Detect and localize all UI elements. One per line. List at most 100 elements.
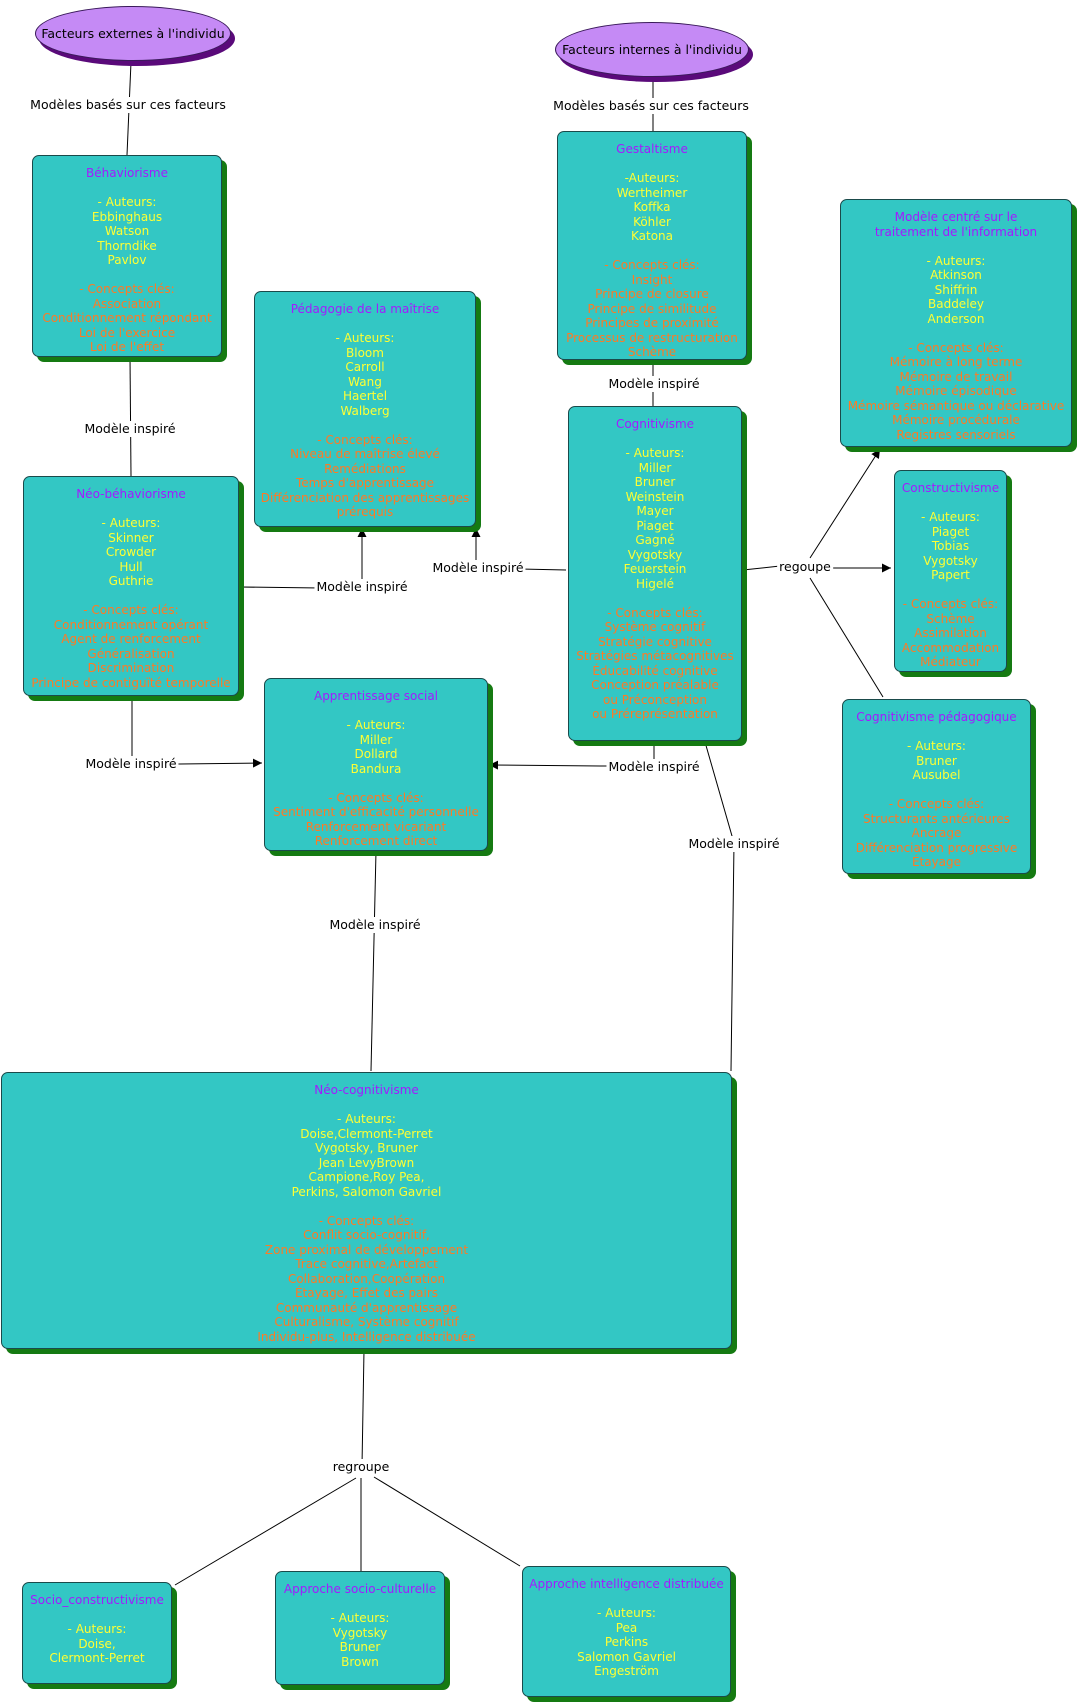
author-name: Jean LevyBrown: [318, 1155, 415, 1170]
concept-item: Principes de proximité: [585, 316, 719, 330]
edge-regroupe-traitement: [809, 448, 881, 559]
authors-heading: - Auteurs:: [625, 446, 685, 460]
authors-heading: - Auteurs:: [335, 331, 395, 345]
concept-item: Renforcement direct: [314, 834, 438, 848]
edge-regroupe-socio-constructivisme: [174, 1477, 357, 1586]
author-name: Köhler: [633, 214, 671, 229]
spacer: [523, 1592, 730, 1607]
author-name: Pea: [615, 1620, 638, 1635]
author-name: Perkins, Salomon Gavriel: [291, 1184, 442, 1199]
spacer: [24, 589, 238, 604]
spacer: [23, 1608, 171, 1623]
author-name: Baddeley: [927, 297, 985, 311]
author-name: Crowder: [105, 545, 157, 559]
concept-item: Trace cognitive,Artefact: [295, 1257, 438, 1271]
author-name: Bloom: [346, 345, 384, 360]
concept-item: Schème: [926, 611, 975, 626]
author-name: Perkins: [604, 1635, 649, 1649]
author-name: Ausubel: [912, 768, 961, 782]
spacer: [558, 244, 746, 259]
internal-factors-ellipse[interactable]: Facteurs internes à l'individu: [555, 22, 749, 77]
author-name: Bandura: [350, 761, 402, 776]
node-neo-cognitivisme[interactable]: Néo-cognitivisme- Auteurs:Doise,Clermont…: [1, 1072, 732, 1349]
concept-item: Conception préalable: [591, 678, 719, 692]
edge-label-inspired-to-pedagogie-right: Modèle inspiré: [430, 560, 526, 576]
author-name: Brown: [341, 1654, 379, 1669]
edge-cognitivisme-regroupe: [742, 565, 781, 571]
authors-heading: - Auteurs:: [921, 510, 980, 524]
node-cognitivisme-pedagogique[interactable]: Cognitivisme pédagogique- Auteurs:Bruner…: [842, 699, 1031, 874]
concept-item: Structurants antérieures: [862, 811, 1011, 826]
node-title: Approche intelligence distribuée: [529, 1577, 724, 1591]
edge-label-inspired-gestalt-cogn: Modèle inspiré: [606, 376, 702, 392]
concept-item: Insight: [631, 272, 673, 287]
edge-behaviorisme-neo-behaviorisme: [129, 356, 132, 477]
node-intelligence-distribuee[interactable]: Approche intelligence distribuée- Auteur…: [522, 1566, 731, 1697]
author-name: Bruner: [916, 753, 957, 768]
concepts-heading: - Concepts clés:: [607, 605, 703, 620]
edge-label-models-internal: Modèles basés sur ces facteurs: [551, 98, 751, 114]
author-name: Doise,Clermont-Perret: [300, 1126, 433, 1141]
concepts-heading: - Concepts clés:: [318, 1213, 415, 1228]
concept-item: Culturalisme, Système cognitif: [274, 1315, 459, 1329]
author-name: Pavlov: [107, 253, 147, 267]
edge-label-inspired-social-neocogn: Modèle inspiré: [327, 917, 423, 933]
author-name: Gagné: [635, 533, 675, 547]
author-name: Weinstein: [625, 489, 685, 504]
author-name: Piaget: [931, 524, 970, 539]
authors-heading: - Auteurs:: [926, 253, 986, 268]
external-factors-ellipse[interactable]: Facteurs externes à l'individu: [35, 6, 231, 61]
concept-item: Généralisation: [87, 646, 175, 661]
author-name: Vygotsky: [923, 553, 978, 568]
node-title: Cognitivisme: [615, 417, 695, 431]
node-title: Approche socio-culturelle: [283, 1582, 437, 1596]
spacer: [569, 432, 741, 447]
edge-cognitivisme-neo-cognitivisme: [704, 741, 735, 1072]
spacer: [255, 418, 475, 433]
edge-label-inspired-to-pedagogie-left: Modèle inspiré: [314, 579, 410, 595]
node-traitement-information[interactable]: Modèle centré sur le traitement de l'inf…: [840, 199, 1072, 447]
concept-item: Système cognitif: [604, 620, 706, 634]
spacer: [569, 591, 741, 606]
node-socio-constructivisme[interactable]: Socio_constructivisme- Auteurs:Doise,Cle…: [22, 1582, 172, 1684]
edge-label-regroupe-neocogn: regroupe: [330, 1459, 392, 1475]
author-name: Higelé: [635, 576, 675, 591]
concept-item: Registres sensoriels: [896, 427, 1016, 442]
node-title: Néo-cognitivisme: [314, 1083, 419, 1097]
author-name: Bruner: [339, 1640, 381, 1654]
author-name: Atkinson: [930, 268, 982, 282]
author-name: Clermont-Perret: [49, 1651, 145, 1665]
concept-item: Différenciation des apprentissages: [260, 490, 470, 505]
concepts-heading: - Concepts clés:: [79, 282, 175, 296]
edge-regroupe-intelligence: [373, 1476, 521, 1567]
concept-item: Accommodation: [901, 640, 1000, 655]
author-name: Doise,: [78, 1636, 116, 1651]
author-name: Hull: [119, 559, 143, 574]
author-name: Dollard: [354, 747, 398, 761]
concept-item: Processus de restructuration: [566, 330, 738, 345]
authors-heading: - Auteurs:: [101, 516, 161, 530]
node-title: Gestaltisme: [616, 142, 688, 156]
concept-item: Loi de l'exercice: [78, 325, 176, 340]
authors-heading: - Auteurs:: [67, 1622, 127, 1636]
concept-item: Conditionnement opérant: [53, 617, 209, 632]
concept-item: ou Préconception: [603, 692, 707, 707]
concepts-heading: - Concepts clés:: [902, 597, 999, 611]
concept-item: Principe de similitude: [587, 301, 717, 316]
node-socio-culturelle[interactable]: Approche socio-culturelle- Auteurs:Vygot…: [275, 1571, 445, 1685]
authors-heading: -Auteurs:: [624, 171, 680, 185]
author-name: Bruner: [634, 475, 676, 489]
spacer: [843, 783, 1030, 798]
concept-item: Association: [92, 296, 162, 311]
edge-label-inspired-cogn-neocogn: Modèle inspiré: [686, 836, 782, 852]
concept-item: Étayage: [911, 855, 962, 869]
author-name: Vygotsky: [627, 547, 683, 562]
author-name: Haertel: [342, 389, 388, 403]
